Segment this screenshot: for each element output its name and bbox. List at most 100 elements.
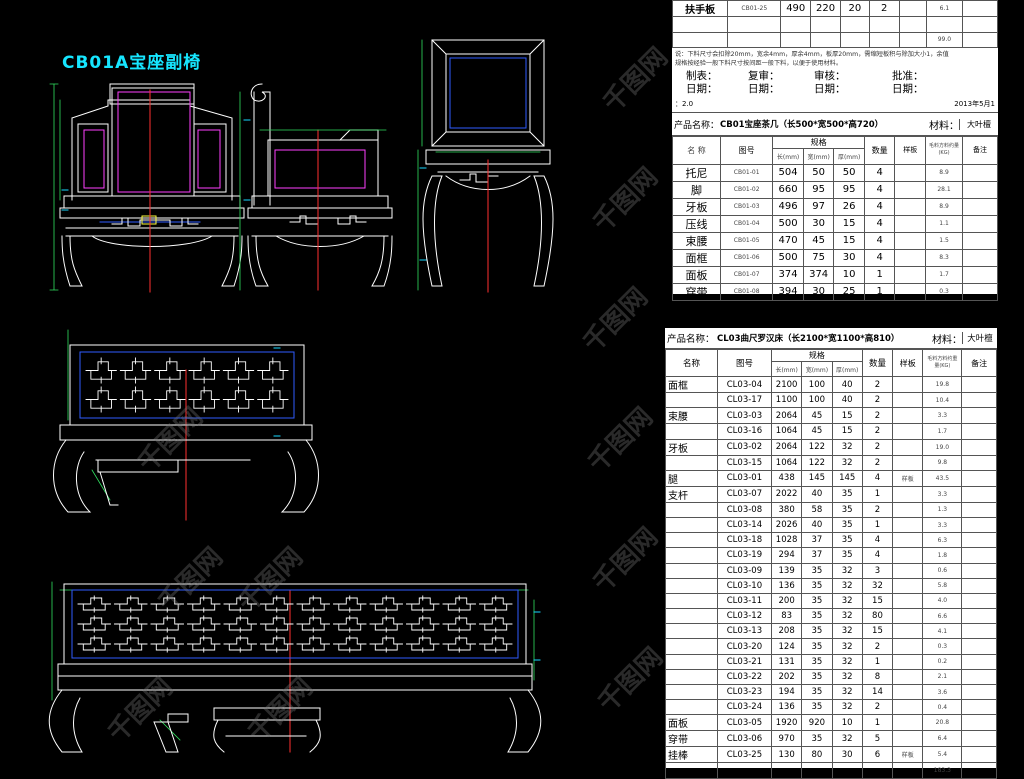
part-width: 920 — [801, 714, 833, 732]
center-lines — [149, 89, 489, 753]
part-sample — [892, 562, 924, 579]
part-code: CL03-09 — [716, 562, 772, 579]
part-sample — [892, 714, 924, 732]
part-name — [665, 608, 718, 625]
part-code: CB01-06 — [719, 248, 774, 267]
part-width: 35 — [801, 668, 833, 686]
throne-chair-ornament — [111, 215, 199, 227]
part-width: 220 — [810, 0, 841, 17]
part-volume: 1.3 — [922, 501, 963, 518]
part-name — [665, 423, 718, 440]
part-sample: 样板 — [892, 746, 924, 764]
part-length: 136 — [770, 577, 803, 594]
part-thickness: 30 — [833, 248, 865, 267]
part-thickness: 32 — [831, 668, 863, 686]
part-qty: 3 — [861, 562, 894, 579]
part-sample — [892, 683, 924, 701]
version-label: ：2.0 — [675, 100, 694, 108]
part-qty: 14 — [861, 683, 894, 701]
bom-table-cb01: 名 称 图号 规格 数量 样板 毛料方料约量(KG) 备注 长(mm) 宽(mm… — [672, 136, 998, 301]
part-code: CL03-05 — [716, 714, 772, 732]
part-width: 100 — [801, 392, 833, 409]
part-length: 2022 — [770, 485, 803, 503]
part-qty: 6 — [861, 746, 894, 764]
part-width: 35 — [801, 577, 833, 594]
header-width: 宽(mm) — [802, 148, 835, 165]
product-name: CL03曲尺罗汉床（长2100*宽1100*高810） — [717, 334, 900, 344]
part-width: 40 — [801, 485, 833, 503]
part-length: 194 — [770, 683, 803, 701]
part-width: 35 — [801, 608, 833, 625]
part-code: CL03-16 — [716, 423, 772, 440]
header-sample: 样板 — [894, 136, 926, 165]
part-thickness: 40 — [831, 376, 863, 394]
part-qty: 15 — [861, 592, 894, 610]
signature-block: 制表： 复审： 审核： 批准： 日期： 日期： 日期： 日期： — [672, 70, 998, 96]
part-length: 504 — [772, 163, 804, 182]
header-thickness: 厚(mm) — [831, 360, 863, 378]
part-code: CB01-05 — [719, 231, 774, 250]
part-volume: 6.1 — [926, 0, 963, 17]
part-code: CL03-01 — [716, 469, 772, 487]
part-thickness: 32 — [831, 653, 863, 670]
header-sample: 样板 — [892, 348, 924, 378]
part-thickness: 40 — [831, 392, 863, 409]
part-name: 面框 — [672, 248, 721, 267]
bom-sheet-cb01-top-table: 扶手板 CB01-25 490 220 20 2 6.1 99.0 — [671, 0, 999, 48]
sign-review: 复审： — [748, 70, 780, 82]
part-width: 45 — [801, 423, 833, 440]
part-code: CL03-21 — [716, 653, 772, 670]
part-thickness: 35 — [831, 485, 863, 503]
header-remark: 备注 — [962, 136, 998, 165]
part-name — [665, 668, 718, 686]
part-thickness: 15 — [833, 214, 865, 233]
part-qty: 15 — [861, 623, 894, 640]
part-sample — [892, 547, 924, 564]
part-code: CL03-14 — [716, 516, 772, 534]
part-thickness: 32 — [831, 592, 863, 610]
bom-table-cl03: 名称 图号 规格 数量 样板 毛料方料约重量(KG) 备注 长(mm) 宽(mm… — [665, 348, 997, 779]
header-volume: 毛料方料约重量(KG) — [922, 348, 963, 378]
part-sample — [892, 592, 924, 610]
part-code: CL03-18 — [716, 532, 772, 549]
date-review: 日期： — [748, 83, 780, 95]
part-thickness: 32 — [831, 562, 863, 579]
part-width: 80 — [801, 746, 833, 764]
part-length: 1064 — [770, 454, 803, 471]
part-thickness: 50 — [833, 163, 865, 182]
table-row-total: 183.3 — [665, 762, 997, 779]
drawing-title: CB01A宝座副椅 — [62, 53, 202, 73]
part-name: 牙板 — [672, 197, 721, 216]
header-spec: 规格 — [772, 136, 865, 149]
part-code: CL03-03 — [716, 407, 772, 425]
part-length: 200 — [770, 592, 803, 610]
part-name — [665, 392, 718, 409]
sheet-total: 183.3 — [922, 762, 963, 779]
part-sample — [892, 423, 924, 440]
part-sample — [892, 608, 924, 625]
header-qty: 数量 — [861, 348, 894, 378]
part-name — [665, 577, 718, 594]
part-width: 37 — [801, 547, 833, 564]
part-code: CL03-12 — [716, 608, 772, 625]
part-volume: 19.8 — [922, 376, 963, 394]
part-length: 380 — [770, 501, 803, 518]
part-name: 面框 — [665, 376, 718, 394]
part-thickness: 32 — [831, 608, 863, 625]
sheet-total: 99.0 — [926, 31, 963, 48]
part-thickness: 35 — [831, 532, 863, 549]
part-qty: 2 — [861, 638, 894, 655]
part-thickness: 32 — [831, 683, 863, 701]
part-sample — [892, 577, 924, 594]
throne-chair-side-view — [247, 83, 393, 287]
